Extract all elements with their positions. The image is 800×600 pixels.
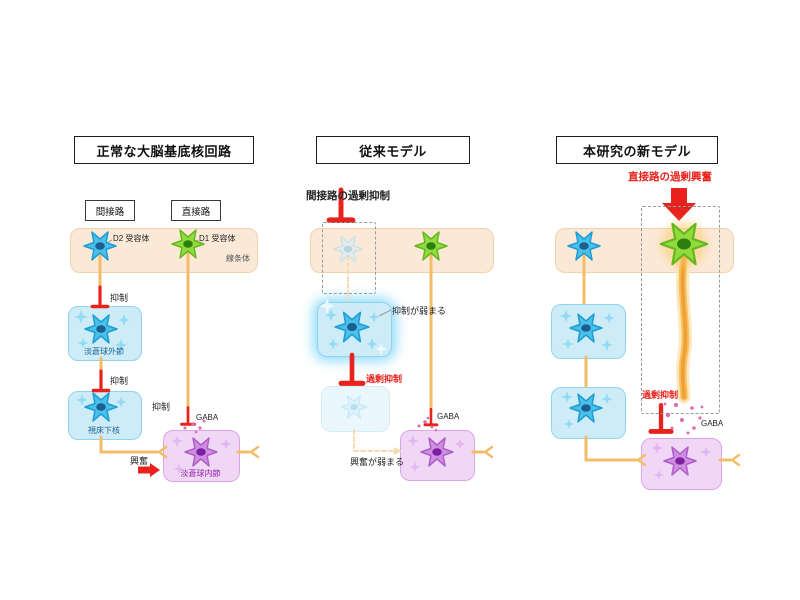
faded-stn-neuron	[341, 395, 367, 419]
gpe-sparkle	[562, 338, 574, 350]
excitation-label: 興奮	[130, 456, 149, 466]
panel-title-conventional-model: 従来モデル	[316, 136, 470, 164]
inhibition-label-1: 抑制	[110, 293, 129, 303]
gpi-sparkle	[653, 469, 665, 481]
gpi-label: 淡蒼球内節	[180, 469, 221, 478]
gpe-sparkle	[74, 310, 88, 324]
indirect-pathway-tag: 間接路	[85, 200, 135, 221]
hyperactive-direct-axon	[676, 251, 692, 404]
gpi-neuron-left	[185, 438, 217, 466]
gpi-sparkle	[171, 435, 183, 447]
axon-stn-to-gpi	[99, 435, 158, 454]
excess-inhibition-annotation-top: 間接路の過剰抑制	[306, 190, 390, 202]
gpi-output-fork-left	[243, 445, 260, 459]
inhibition-t-symbol-gpe	[90, 285, 110, 309]
synapse-fork-right	[630, 453, 647, 467]
stn-neuron-right	[570, 394, 602, 422]
stn-sparkle	[563, 418, 575, 430]
excitation-arrow-right	[138, 463, 160, 477]
gpi-sparkle	[651, 442, 663, 454]
gaba-label-middle: GABA	[437, 412, 460, 421]
faded-excitation-arrowhead	[394, 447, 402, 455]
gaba-label-left: GABA	[196, 413, 219, 422]
middle-panel-art	[319, 190, 494, 473]
inhibition-t-symbol-stn	[91, 369, 111, 393]
gaba-dots-middle	[417, 416, 438, 432]
gaba-label-right: GABA	[701, 419, 724, 428]
weakened-inhibition-label: 抑制が弱まる	[392, 306, 447, 316]
stn-neuron-left	[85, 393, 117, 421]
inhibition-t-symbol-gpi-middle	[423, 407, 439, 427]
gaba-dots-left	[183, 419, 206, 434]
excess-excitation-annotation-top: 直接路の過剰興奮	[628, 171, 712, 183]
gpi-output-fork-right	[724, 453, 741, 467]
left-panel-art	[74, 230, 260, 477]
excess-inhibition-t-symbol-mid	[341, 355, 363, 383]
gpe-sparkle	[368, 311, 380, 323]
d2-receptor-label: D2 受容体	[113, 234, 150, 243]
gpi-sparkle	[407, 435, 419, 447]
excess-inhibition-label-right: 過剰抑制	[642, 390, 679, 400]
inhibition-label-3: 抑制	[152, 402, 171, 412]
weakened-excitation-label: 興奮が弱まる	[350, 457, 405, 467]
gpe-neuron-middle	[335, 312, 369, 342]
gpe-neuron-right	[570, 314, 602, 342]
excess-excitation-big-arrow	[662, 188, 696, 221]
weakened-inhibition-leader	[378, 309, 392, 317]
inhibition-t-symbol-gpi	[180, 406, 196, 426]
glow-sparkle	[374, 342, 388, 356]
striatum-label: 線条体	[226, 254, 250, 263]
direct-pathway-tag: 直接路	[171, 200, 221, 221]
dashed-focus-box-right	[641, 206, 720, 414]
gpi-sparkle	[409, 461, 421, 473]
stn-label: 視床下核	[88, 426, 120, 435]
gpe-sparkle	[603, 312, 615, 324]
stn-sparkle	[115, 396, 127, 408]
gpi-sparkle	[700, 446, 712, 458]
gpe-neuron-left	[85, 315, 117, 343]
gpi-sparkle	[220, 438, 232, 450]
gpe-sparkle	[601, 339, 613, 351]
gpe-sparkle	[366, 338, 378, 350]
stn-sparkle	[76, 394, 88, 406]
stn-sparkle	[561, 391, 573, 403]
axon-stn-to-gpi-right	[584, 435, 637, 462]
panel-title-normal-circuit: 正常な大脳基底核回路	[74, 136, 254, 164]
gpe-sparkle	[327, 338, 339, 350]
stn-sparkle	[601, 393, 613, 405]
gpi-output-fork-middle	[477, 445, 494, 459]
gpe-sparkle	[118, 314, 130, 326]
glow-sparkle	[319, 298, 335, 314]
gpi-neuron-middle	[421, 438, 453, 466]
right-panel-art	[559, 188, 741, 481]
gpi-sparkle	[454, 438, 466, 450]
panel-title-new-model: 本研究の新モデル	[556, 136, 718, 164]
dashed-focus-box-middle	[322, 222, 376, 294]
gpi-neuron-right	[664, 447, 696, 475]
gpe-label: 淡蒼球外節	[84, 347, 124, 356]
gpe-sparkle	[559, 309, 573, 323]
excess-inhibition-label-middle: 過剰抑制	[366, 374, 403, 384]
synapse-fork-stn-gpi	[151, 445, 168, 459]
d1-receptor-label: D1 受容体	[199, 234, 236, 243]
inhibition-label-2: 抑制	[110, 376, 129, 386]
faded-axon-stn-to-gpi	[353, 429, 394, 452]
